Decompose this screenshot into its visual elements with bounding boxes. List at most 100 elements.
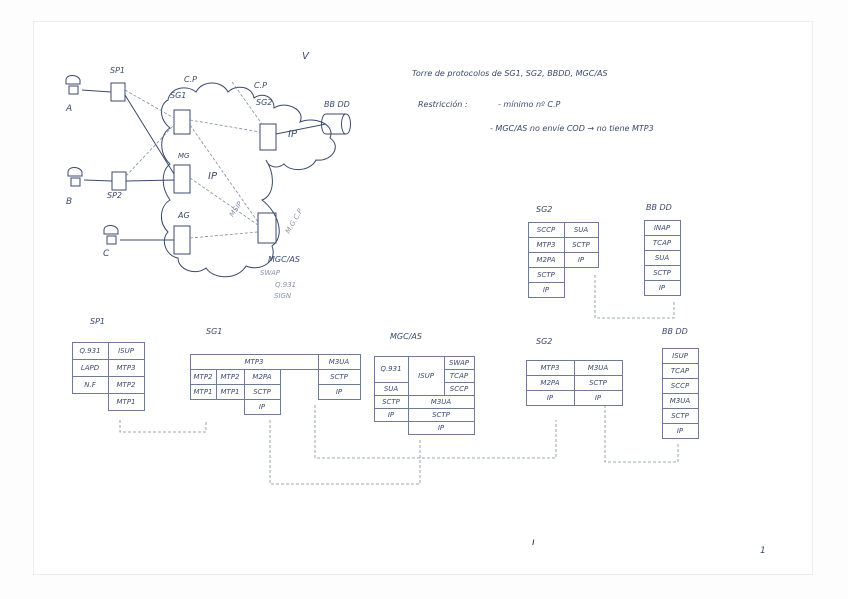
cell: SWAP [443,355,475,370]
cell: SCTP [563,236,599,253]
cell: INAP [643,219,681,236]
cell: SCTP [527,266,565,283]
label-mg: MG [178,152,190,160]
cell: MTP2 [107,375,145,394]
restriction-1: - mínimo nº C.P [498,100,561,109]
cell: M3UA [317,353,361,370]
phone-b-icon [67,167,83,187]
label-sg2: SG2 [256,98,273,107]
stack-title-sp1: SP1 [90,317,105,326]
cell: SCTP [317,368,361,385]
stack-sg1: MTP3 M3UA MTP2 MTP2 M2PA SCTP MTP1 MTP1 … [189,353,361,415]
cell: M3UA [661,392,699,409]
stack-title-bbdd-top: BB DD [646,203,672,212]
cell: MTP1 [107,392,145,411]
sp1-box [110,82,126,102]
cell: MTP1 [215,383,245,400]
cell: M3UA [407,394,475,409]
cell: IP [573,389,623,406]
cell: LAPD [71,358,109,377]
cell: MTP1 [189,383,217,400]
cell: IP [661,422,699,439]
label-user-a: A [66,104,73,114]
cell: TCAP [643,234,681,251]
cell: SUA [643,249,681,266]
label-ag: AG [178,211,190,220]
phone-a-icon [65,75,81,95]
sg2-box [259,123,277,151]
ip-cloud [161,82,336,278]
stack-title-sg2-top: SG2 [536,205,553,214]
cell: TCAP [443,368,475,383]
cell: TCAP [661,362,699,379]
cell: SUA [373,381,409,396]
stack-title-mgc: MGC/AS [390,332,422,341]
label-user-b: B [66,197,73,207]
label-user-c: C [103,249,110,259]
label-cp-sg1: C.P [184,75,197,84]
restriction-label: Restricción : [418,100,468,109]
cell: MTP2 [189,368,217,385]
cell: IP [643,279,681,296]
cell: SCTP [373,394,409,409]
cell: SCTP [573,374,623,391]
mgc-note-2: Q.931 [275,281,297,289]
cell: MTP3 [107,358,145,377]
cell: MTP3 [527,236,565,253]
stack-sg2-bot: MTP3 M3UA M2PA SCTP IP IP [525,359,623,406]
cell: MTP3 [525,359,575,376]
cell: IP [317,383,361,400]
cell: Q.931 [71,341,109,360]
mgc-box [257,212,277,244]
cell: SCCP [527,221,565,238]
stack-title-bbdd-bot: BB DD [662,327,688,336]
paper-sheet [34,22,812,574]
cell: SCTP [661,407,699,424]
label-sp1: SP1 [110,66,125,75]
mgc-note-3: SIGN [274,292,292,300]
sg1-box [173,109,191,135]
stack-title-sg1: SG1 [206,327,223,336]
label-cp-sg2: C.P [254,81,267,90]
stack-sg2-top: SCCP SUA MTP3 SCTP M2PA IP SCTP IP [527,221,599,298]
stack-title-sg2-bot: SG2 [536,337,553,346]
cell: SCCP [661,377,699,394]
label-ip-big: IP [208,171,217,182]
page-number: 1 [760,546,766,556]
cell: SCTP [407,407,475,422]
label-sg1: SG1 [170,91,187,100]
cell: M3UA [573,359,623,376]
cell: SUA [563,221,599,238]
ag-box [173,225,191,255]
mg-box [173,164,191,194]
phone-c-icon [103,225,119,245]
cell: M2PA [243,368,281,385]
cell: IP [527,281,565,298]
cell: IP [243,398,281,415]
notes-title: Torre de protocolos de SG1, SG2, BBDD, M… [412,69,608,78]
cell: IP [407,420,475,435]
restriction-2: - MGC/AS no envíe COD → no tiene MTP3 [490,124,654,133]
stack-bbdd-top: INAP TCAP SUA SCTP IP [643,219,681,296]
sp2-box [111,171,127,191]
cell: N.F [71,375,109,394]
cell: SCTP [243,383,281,400]
bbdd-cylinder [321,113,351,135]
stack-mgc: Q.931 ISUP SWAP TCAP SUA SCCP SCTP M3UA … [373,355,475,435]
cell: ISUP [407,355,445,396]
label-ip-small: IP [288,129,297,140]
mgc-note-1: SWAP [260,269,281,277]
stack-sp1: Q.931 ISUP LAPD MTP3 N.F MTP2 MTP1 [71,341,145,411]
cell: SCTP [643,264,681,281]
cell: IP [563,251,599,268]
pen-mark: ı [532,537,535,548]
cell: MTP2 [215,368,245,385]
cell: SCCP [443,381,475,396]
label-mgc-as: MGC/AS [268,255,300,264]
label-sp2: SP2 [107,191,122,200]
cell: Q.931 [373,355,409,383]
check-mark: V [302,51,309,62]
cell: M2PA [527,251,565,268]
